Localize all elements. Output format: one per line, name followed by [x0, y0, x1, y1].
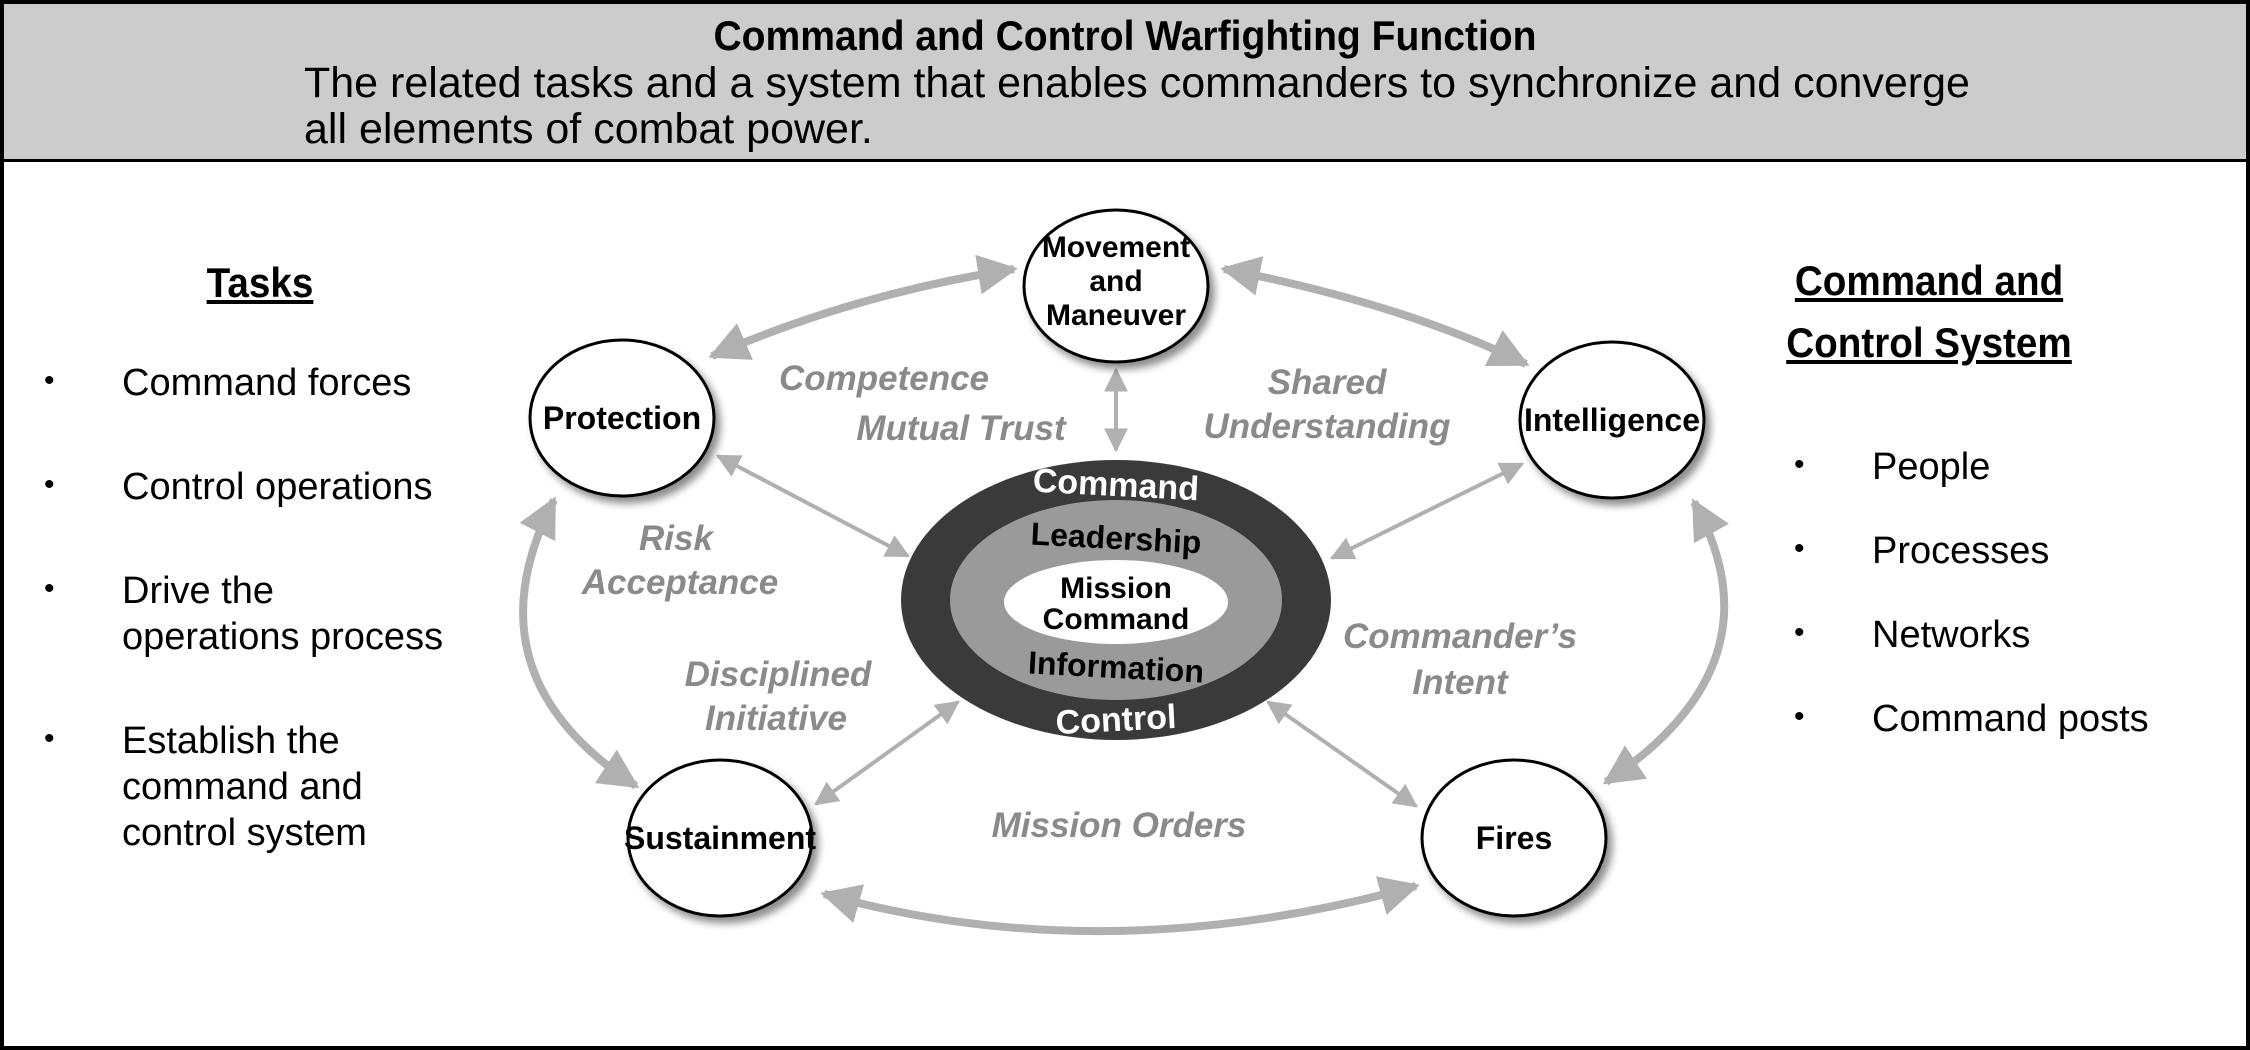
task-text: Control operations	[122, 466, 433, 508]
figure-description-line-1: The related tasks and a system that enab…	[304, 59, 1970, 107]
node-movement-and-maneuver: Movement and Maneuver	[1022, 208, 1210, 364]
task-text-line-3: control system	[122, 812, 367, 854]
arrow-sustainment-fires	[820, 876, 1420, 936]
bullet-icon: •	[1794, 616, 1805, 649]
node-movement-circle	[1022, 208, 1210, 364]
theme-risk-1: Risk	[639, 519, 714, 558]
list-item: • Command forces	[44, 360, 504, 464]
node-sustainment-circle	[626, 758, 814, 918]
core-command-label: Command	[1043, 603, 1190, 636]
theme-labels: Competence Mutual Trust Shared Understan…	[581, 359, 1577, 845]
outer-arrows	[519, 254, 1729, 936]
arrow-fires-center	[1266, 700, 1418, 808]
bullet-icon: •	[44, 364, 55, 397]
list-item: • Processes	[1794, 528, 2234, 612]
theme-disciplined-2: Initiative	[705, 699, 847, 738]
c2-system-list: • People • Processes • Networks • Comman…	[1794, 444, 2234, 780]
theme-mission-orders: Mission Orders	[992, 806, 1247, 845]
node-movement-label-3: Maneuver	[1046, 299, 1186, 332]
theme-shared-1: Shared	[1268, 363, 1387, 402]
figure-title: Command and Control Warfighting Function	[713, 12, 1537, 59]
list-item: • Establish the command and control syst…	[44, 718, 504, 856]
task-text-line-2: command and	[122, 766, 363, 808]
bullet-icon: •	[1794, 700, 1805, 733]
c2-system-heading-line-2: Control System	[1786, 319, 2072, 366]
node-fires-circle	[1420, 758, 1608, 918]
list-item: • People	[1794, 444, 2234, 528]
arrow-sustainment-center	[814, 700, 960, 806]
list-item: • Networks	[1794, 612, 2234, 696]
bullet-icon: •	[1794, 532, 1805, 565]
theme-intent-1: Commander’s	[1343, 617, 1577, 656]
ring-leadership-label: Leadership	[1030, 516, 1202, 561]
arrow-intelligence-center	[1329, 462, 1525, 560]
figure-description-line-2: all elements of combat power.	[304, 105, 873, 153]
node-protection-circle	[528, 338, 716, 498]
node-intelligence-circle	[1518, 340, 1706, 500]
node-movement-label-2: and	[1089, 265, 1142, 298]
tasks-heading: Tasks	[206, 259, 314, 306]
node-fires: Fires	[1420, 758, 1608, 918]
ring-command-label: Command	[1032, 462, 1200, 509]
arrow-protection-movement	[708, 254, 1018, 360]
arrow-intelligence-fires	[1602, 498, 1729, 786]
c2-item-text: People	[1872, 446, 1991, 488]
bullet-icon: •	[44, 572, 55, 605]
bullet-icon: •	[44, 468, 55, 501]
inner-arrows	[715, 367, 1525, 808]
c2-item-text: Command posts	[1872, 698, 2149, 740]
node-fires-label: Fires	[1476, 820, 1552, 856]
theme-competence: Competence	[779, 359, 989, 398]
node-protection-label: Protection	[543, 400, 701, 436]
c2-item-text: Networks	[1872, 614, 2031, 656]
theme-intent-2: Intent	[1412, 663, 1509, 702]
node-sustainment-label: Sustainment	[624, 820, 816, 856]
list-item: • Control operations	[44, 464, 504, 568]
core-mission-label: Mission	[1060, 572, 1172, 605]
warfighting-diagram: Command Control Leadership Information M…	[519, 208, 1729, 936]
task-text: Command forces	[122, 362, 412, 404]
task-text-line-1: Establish the	[122, 720, 340, 762]
theme-disciplined-1: Disciplined	[685, 655, 872, 694]
inner-core	[1004, 560, 1228, 644]
list-item: • Command posts	[1794, 696, 2234, 780]
c2-item-text: Processes	[1872, 530, 2050, 572]
task-text-line-1: Drive the	[122, 570, 275, 612]
arrow-protection-sustainment	[519, 496, 640, 790]
theme-risk-2: Acceptance	[581, 563, 778, 602]
ring-control-label: Control	[1055, 698, 1178, 742]
bullet-icon: •	[44, 722, 55, 755]
theme-shared-2: Understanding	[1204, 407, 1451, 446]
task-text-line-2: operations process	[122, 616, 444, 658]
tasks-list: • Command forces • Control operations • …	[44, 360, 504, 856]
node-protection: Protection	[528, 338, 716, 498]
node-intelligence: Intelligence	[1518, 340, 1706, 500]
c2-system-heading-line-1: Command and	[1794, 257, 2064, 304]
arrow-protection-center	[715, 454, 911, 558]
center-rings: Command Control Leadership Information M…	[901, 460, 1331, 742]
bullet-icon: •	[1794, 448, 1805, 481]
node-intelligence-label: Intelligence	[1524, 402, 1700, 438]
header-band: Command and Control Warfighting Function…	[4, 4, 2246, 162]
node-movement-label-1: Movement	[1042, 231, 1190, 264]
c2-system-heading: Command and Control System	[1759, 250, 2099, 374]
arrow-movement-intelligence	[1220, 256, 1530, 368]
node-sustainment: Sustainment	[624, 758, 816, 918]
theme-mutual-trust: Mutual Trust	[856, 409, 1067, 448]
list-item: • Drive the operations process	[44, 568, 504, 718]
